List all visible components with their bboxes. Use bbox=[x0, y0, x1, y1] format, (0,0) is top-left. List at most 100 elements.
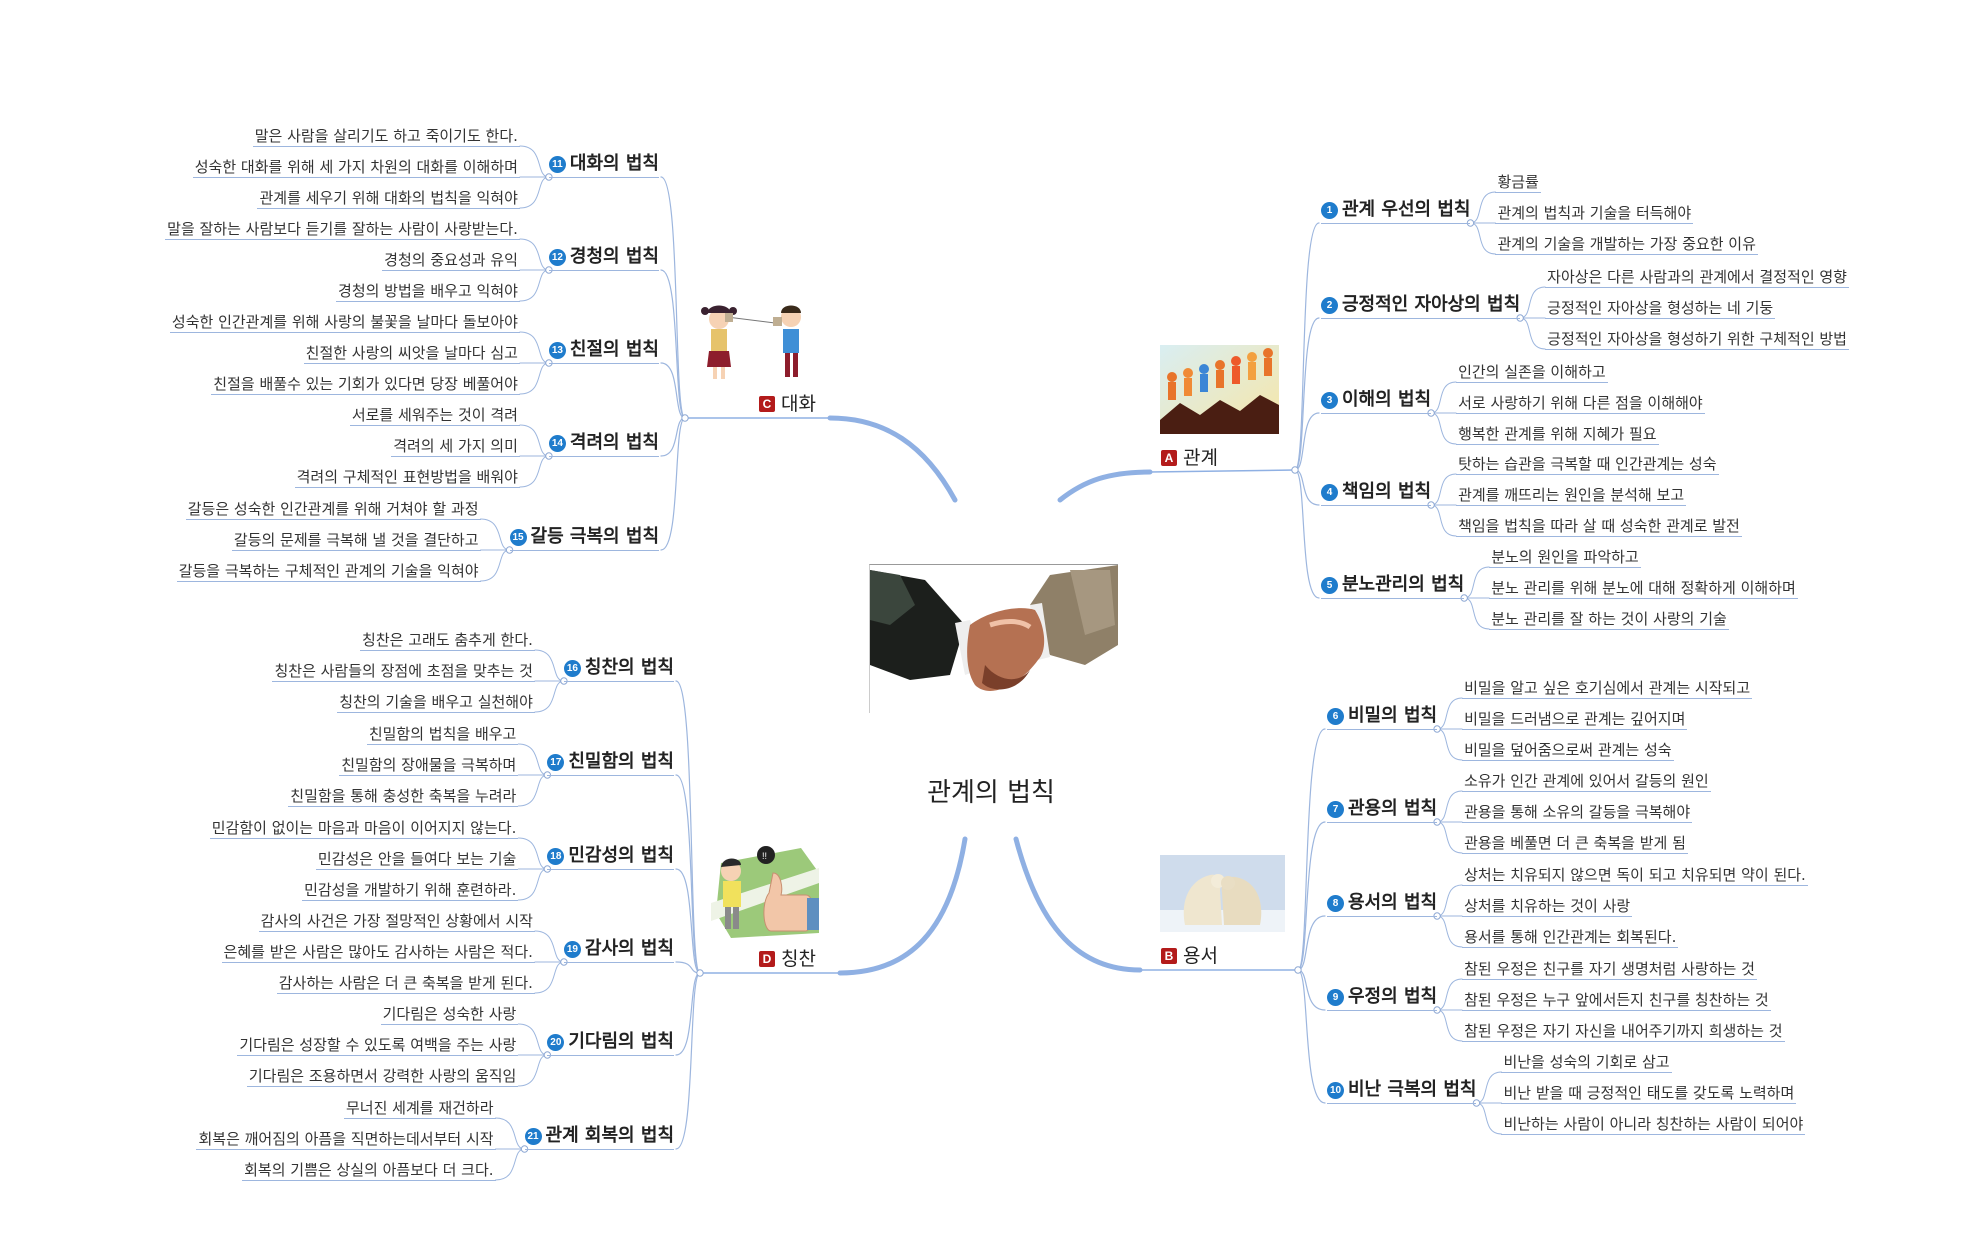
subtopic-leaf[interactable]: 탓하는 습관을 극복할 때 인간관계는 성숙 bbox=[1456, 455, 1719, 475]
subtopic-leaf[interactable]: 관용을 베풀면 더 큰 축복을 받게 됨 bbox=[1462, 834, 1688, 854]
leaf-connector bbox=[519, 176, 550, 209]
subtopic-leaf[interactable]: 행복한 관계를 위해 지혜가 필요 bbox=[1456, 425, 1659, 445]
subtopic-leaf[interactable]: 경청의 방법을 배우고 익혀야 bbox=[336, 282, 520, 302]
subtopic-leaf[interactable]: 분노 관리를 위해 분노에 대해 정확하게 이해하며 bbox=[1489, 579, 1798, 599]
subtopic-leaf[interactable]: 비난하는 사람이 아니라 칭찬하는 사람이 되어야 bbox=[1501, 1115, 1806, 1135]
subtopic-leaf[interactable]: 긍정적인 자아상을 형성하기 위한 구체적인 방법 bbox=[1545, 330, 1849, 350]
subtopic-leaf[interactable]: 긍정적인 자아상을 형성하는 네 기둥 bbox=[1545, 299, 1776, 319]
subtopic-leaf[interactable]: 친밀함의 장애물을 극복하며 bbox=[339, 756, 519, 776]
subtopic-leaf[interactable]: 관용을 통해 소유의 갈등을 극복해야 bbox=[1462, 803, 1693, 823]
subtopic-leaf[interactable]: 비밀을 알고 싶은 호기심에서 관계는 시작되고 bbox=[1462, 679, 1753, 699]
subtopic-leaf[interactable]: 소유가 인간 관계에 있어서 갈등의 원인 bbox=[1462, 772, 1711, 792]
subtopic-leaf[interactable]: 용서를 통해 인간관계는 회복된다. bbox=[1462, 928, 1679, 948]
subtopic-leaf[interactable]: 갈등은 성숙한 인간관계를 위해 거쳐야 할 과정 bbox=[185, 500, 481, 520]
subtopic-leaf[interactable]: 회복의 기쁨은 상실의 아픔보다 더 크다. bbox=[242, 1161, 496, 1181]
subtopic-leaf[interactable]: 관계의 법칙과 기술을 터득해야 bbox=[1495, 204, 1694, 224]
subtopic-leaf[interactable]: 성숙한 인간관계를 위해 사랑의 불꽃을 날마다 돌보아야 bbox=[169, 313, 520, 333]
subtopic-leaf[interactable]: 참된 우정은 누구 앞에서든지 친구를 칭찬하는 것 bbox=[1462, 991, 1771, 1011]
subtopic-leaf[interactable]: 갈등의 문제를 극복해 낼 것을 결단하고 bbox=[231, 531, 481, 551]
subtopic-leaf[interactable]: 관계를 깨뜨리는 원인을 분석해 보고 bbox=[1456, 486, 1687, 506]
subtopic-leaf[interactable]: 민감함이 없이는 마음과 마음이 이어지지 않는다. bbox=[209, 819, 519, 839]
subtopic-leaf[interactable]: 친밀함을 통해 충성한 축복을 누려라 bbox=[288, 787, 519, 807]
subtopic-leaf[interactable]: 서로를 세워주는 것이 격려 bbox=[349, 406, 520, 426]
subtopic-leaf[interactable]: 책임을 법칙을 따라 살 때 성숙한 관계로 발전 bbox=[1456, 517, 1742, 537]
subtopic-leaf[interactable]: 참된 우정은 자기 자신을 내어주기까지 희생하는 것 bbox=[1462, 1022, 1785, 1042]
subtopic-leaf[interactable]: 관계의 기술을 개발하는 가장 중요한 이유 bbox=[1495, 235, 1758, 255]
subtopic-leaf[interactable]: 갈등을 극복하는 구체적인 관계의 기술을 익혀야 bbox=[176, 562, 481, 582]
subtopic-leaf[interactable]: 친절한 사랑의 씨앗을 날마다 심고 bbox=[303, 344, 520, 364]
subtopic-leaf[interactable]: 친절을 배풀수 있는 기회가 있다면 당장 베풀어야 bbox=[211, 375, 520, 395]
subtopic-leaf[interactable]: 칭찬은 고래도 춤추게 한다. bbox=[360, 631, 535, 651]
subtopic-leaf[interactable]: 비밀을 드러냄으로 관계는 깊어지며 bbox=[1462, 710, 1688, 730]
subtopic-leaf[interactable]: 감사의 사건은 가장 절망적인 상황에서 시작 bbox=[258, 912, 535, 932]
subtopic-leaf[interactable]: 참된 우정은 친구를 자기 생명처럼 사랑하는 것 bbox=[1462, 960, 1757, 980]
topic-label: 우정의 법칙 bbox=[1348, 986, 1438, 1007]
node-connector bbox=[675, 972, 701, 1056]
joint-dot bbox=[1291, 466, 1299, 474]
subtopic-leaf[interactable]: 자아상은 다른 사람과의 관계에서 결정적인 영향 bbox=[1545, 268, 1849, 288]
central-topic-title[interactable]: 관계의 법칙 bbox=[927, 778, 1055, 808]
subtopic-leaf[interactable]: 격려의 구체적인 표현방법을 배워야 bbox=[294, 468, 520, 488]
subtopic-leaf[interactable]: 친밀함의 법칙을 배우고 bbox=[366, 725, 519, 745]
subtopic-leaf[interactable]: 상처는 치유되지 않으면 독이 되고 치유되면 약이 된다. bbox=[1462, 866, 1808, 886]
topic-label: 경청의 법칙 bbox=[569, 246, 659, 267]
subtopic-leaf[interactable]: 분노의 원인을 파악하고 bbox=[1489, 548, 1641, 568]
subtopic-leaf[interactable]: 황금률 bbox=[1495, 173, 1541, 193]
subtopic-leaf[interactable]: 인간의 실존을 이해하고 bbox=[1456, 363, 1608, 383]
subtopic-leaf[interactable]: 칭찬은 사람들의 장점에 초점을 맞추는 것 bbox=[272, 662, 535, 682]
subtopic-leaf[interactable]: 칭찬의 기술을 배우고 실천해야 bbox=[337, 693, 535, 713]
subtopic-leaf[interactable]: 비난을 성숙의 기회로 삼고 bbox=[1501, 1053, 1672, 1073]
topic-label: 감사의 법칙 bbox=[584, 938, 674, 959]
leaf-connector bbox=[1436, 821, 1463, 854]
subtopic-leaf[interactable]: 격려의 세 가지 의미 bbox=[391, 437, 520, 457]
subtopic-leaf[interactable]: 비밀을 덮어줌으로써 관계는 성숙 bbox=[1462, 741, 1674, 761]
subtopic-leaf[interactable]: 말은 사람을 살리기도 하고 죽이기도 한다. bbox=[252, 127, 520, 147]
subtopic-leaf[interactable]: 무너진 세계를 재건하라 bbox=[344, 1099, 496, 1119]
subtopic-leaf[interactable]: 기다림은 성장할 수 있도록 여백을 주는 사랑 bbox=[237, 1036, 519, 1056]
subtopic-leaf[interactable]: 상처를 치유하는 것이 사랑 bbox=[1462, 897, 1633, 917]
subtopic-leaf[interactable]: 기다림은 조용하면서 강력한 사랑의 움직임 bbox=[246, 1067, 519, 1087]
node-connector bbox=[660, 362, 686, 419]
subtopic-leaf[interactable]: 민감성은 안을 들여다 보는 기술 bbox=[315, 850, 519, 870]
subtopic-leaf[interactable]: 기다림은 성숙한 사랑 bbox=[380, 1005, 519, 1025]
subtopic-leaf[interactable]: 경청의 중요성과 유익 bbox=[382, 251, 520, 271]
subtopic-leaf[interactable]: 관계를 세우기 위해 대화의 법칙을 익혀야 bbox=[257, 189, 520, 209]
subtopic-leaf[interactable]: 비난 받을 때 긍정적인 태도를 갖도록 노력하며 bbox=[1501, 1084, 1797, 1104]
leaf-connector bbox=[480, 549, 511, 582]
joint-dot bbox=[681, 414, 689, 422]
subtopic-leaf[interactable]: 성숙한 대화를 위해 세 가지 차원의 대화를 이해하며 bbox=[192, 158, 520, 178]
subtopic-leaf[interactable]: 감사하는 사람은 더 큰 축복을 받게 된다. bbox=[276, 974, 535, 994]
central-topic-image-handshake[interactable] bbox=[869, 564, 1118, 713]
subtopic-leaf[interactable]: 회복은 깨어짐의 아픔을 직면하는데서부터 시작 bbox=[196, 1130, 496, 1150]
subtopic-leaf[interactable]: 민감성을 개발하기 위해 훈련하라. bbox=[302, 881, 519, 901]
subtopic-leaf[interactable]: 서로 사랑하기 위해 다른 점을 이해해야 bbox=[1456, 394, 1705, 414]
subtopic-leaf[interactable]: 은혜를 받은 사람은 많아도 감사하는 사람은 적다. bbox=[221, 943, 535, 963]
subtopic-leaf[interactable]: 분노 관리를 잘 하는 것이 사랑의 기술 bbox=[1489, 610, 1729, 630]
subtopic-leaf[interactable]: 말을 잘하는 사람보다 듣기를 잘하는 사람이 사랑받는다. bbox=[165, 220, 520, 240]
